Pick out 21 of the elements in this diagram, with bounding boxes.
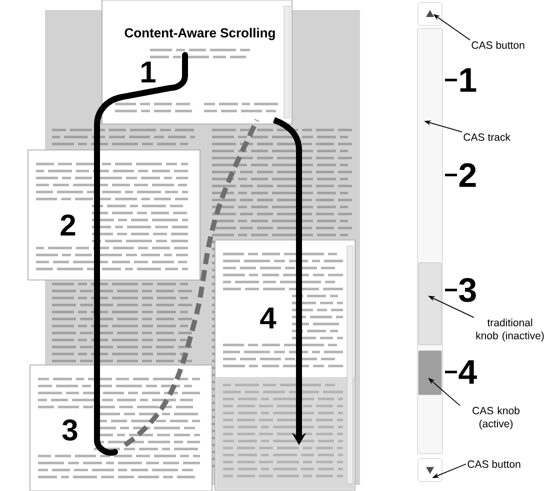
callout-text: CAS button xyxy=(472,41,524,49)
step-number: 2 xyxy=(60,214,76,236)
tick-number: 3 xyxy=(445,278,476,302)
window-box xyxy=(102,0,292,124)
callout-text: traditional knob (inactive) xyxy=(476,318,544,342)
scroll-button xyxy=(418,2,442,26)
callout-text: CAS track xyxy=(464,133,510,141)
knob xyxy=(418,350,442,395)
callout-text: CAS knob (active) xyxy=(472,406,520,430)
step-number: 4 xyxy=(260,308,276,328)
tick-number: 1 xyxy=(445,68,476,92)
step-number: 3 xyxy=(62,419,78,441)
tick-number: 2 xyxy=(445,163,476,187)
title-text: Content-Aware Scrolling xyxy=(124,28,275,40)
path-line xyxy=(124,118,260,447)
callout-text: CAS button xyxy=(468,460,520,468)
path-line xyxy=(94,147,118,456)
scroll-button xyxy=(418,458,442,482)
step-number: 1 xyxy=(142,62,156,82)
knob xyxy=(418,262,442,345)
tick-number: 4 xyxy=(445,360,477,384)
